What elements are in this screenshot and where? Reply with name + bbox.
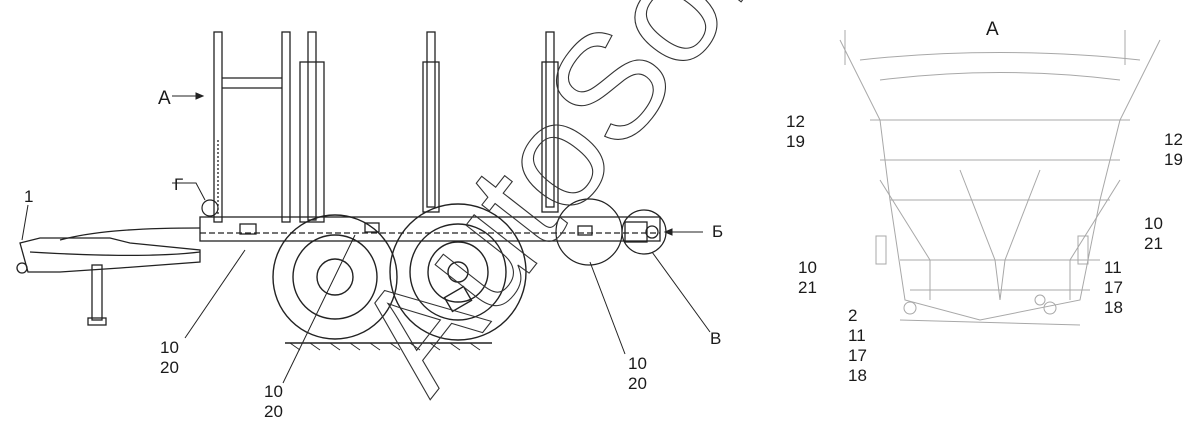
ref-19: 19 — [786, 132, 805, 151]
ref-20: 20 — [264, 402, 283, 421]
ref-2: 2 — [848, 306, 858, 325]
ref-10: 10 — [160, 338, 179, 357]
front-stanchion-right — [281, 31, 291, 223]
hitch-eye — [16, 262, 28, 274]
position-1-label: 1 — [24, 187, 34, 206]
stanchion-3 — [426, 31, 436, 208]
left-frame-refs: 10 20 — [160, 338, 179, 378]
view-a-arrow-label: А — [158, 88, 171, 109]
ref-12: 12 — [786, 112, 805, 131]
ref-10: 10 — [798, 258, 817, 277]
mid-wheel-refs: 10 20 — [264, 382, 283, 422]
ref-21: 21 — [1144, 234, 1163, 253]
view-a-left-mid-refs: 10 21 — [798, 258, 817, 298]
callout-label-g: Г — [174, 175, 184, 194]
view-a-title: А — [986, 19, 999, 40]
callout-label-v: В — [710, 329, 722, 348]
view-a-drawing — [839, 30, 1161, 326]
ref-18: 18 — [1104, 298, 1123, 317]
ref-11: 11 — [1104, 258, 1122, 277]
stanchion-2 — [307, 31, 317, 221]
leader-lines — [21, 92, 711, 384]
ref-17: 17 — [848, 346, 867, 365]
wheel-front — [389, 203, 527, 341]
main-frame — [199, 216, 661, 242]
view-a-top-left-refs: 12 19 — [786, 112, 805, 152]
ref-11: 11 — [848, 326, 866, 345]
svg-text:AutoSoft: AutoSoft — [323, 0, 810, 420]
ref-10: 10 — [264, 382, 283, 401]
side-view-trailer — [16, 31, 661, 351]
view-a-right-mid-refs: 10 21 — [1144, 214, 1163, 254]
rear-refs: 10 20 — [628, 354, 647, 394]
ref-10: 10 — [628, 354, 647, 373]
view-a-top-right-refs: 12 19 — [1164, 130, 1183, 170]
callout-circle-g — [201, 199, 219, 217]
ref-18: 18 — [848, 366, 867, 385]
ref-17: 17 — [1104, 278, 1123, 297]
watermark: AutoSoft — [322, 0, 810, 420]
view-a-right-low-refs: 11 17 18 — [1104, 258, 1123, 318]
drawbar — [19, 237, 201, 273]
ref-20: 20 — [628, 374, 647, 393]
ref-21: 21 — [798, 278, 817, 297]
ref-12: 12 — [1164, 130, 1183, 149]
stanchion-4 — [545, 31, 555, 208]
wheel-rear — [272, 214, 398, 340]
callout-label-b: Б — [712, 222, 724, 241]
ref-20: 20 — [160, 358, 179, 377]
front-stanchion-left — [213, 31, 223, 223]
view-a-left-low-refs: 2 11 17 18 — [848, 306, 867, 386]
ref-10: 10 — [1144, 214, 1163, 233]
ref-19: 19 — [1164, 150, 1183, 169]
support-leg — [91, 264, 103, 321]
